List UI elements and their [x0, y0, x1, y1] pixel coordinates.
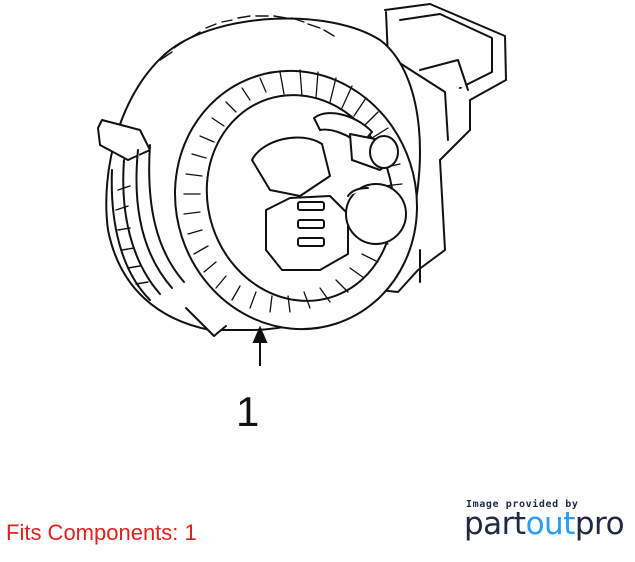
- pulley-cap: [345, 183, 407, 245]
- vent-slots: [297, 201, 325, 247]
- hub-cover: [251, 136, 349, 271]
- brand-out: out: [525, 506, 576, 542]
- partoutpro-logo: partoutpro: [464, 506, 625, 542]
- brand-pro: pro: [574, 506, 625, 542]
- terminal-post: [313, 112, 399, 171]
- fits-components-label: Fits Components: 1: [6, 520, 197, 545]
- callout-arrow: [252, 325, 268, 366]
- fits-components-text: Fits Components: 1: [6, 520, 197, 546]
- fan-blades: [183, 69, 403, 313]
- brand-part: part: [464, 506, 526, 542]
- callout-number: 1: [236, 388, 260, 435]
- rear-cooling-fins: [115, 15, 335, 285]
- image-provided-by: Image provided by: [466, 499, 579, 510]
